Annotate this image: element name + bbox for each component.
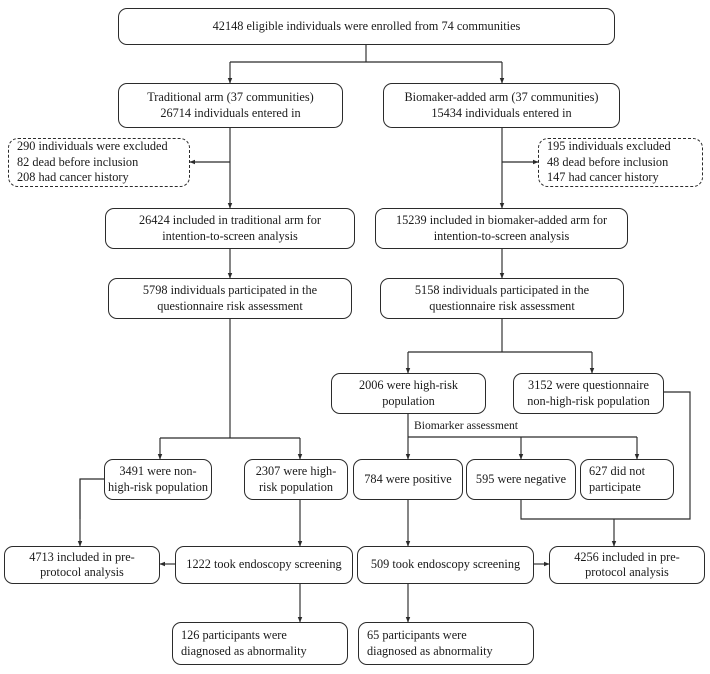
node-biomarker-arm-line2: 15434 individuals entered in [431,105,572,120]
node-endoscopy-1222-line1: 1222 took endoscopy screening [186,557,342,572]
node-excluded-right-line1: 195 individuals excluded [547,139,671,154]
node-questionnaire-right-line1: 5158 individuals participated in the [414,283,590,297]
node-excluded-right[interactable]: 195 individuals excluded 48 dead before … [538,138,703,187]
node-endoscopy-509-line1: 509 took endoscopy screening [370,557,521,572]
node-questionnaire-left-line1: 5798 individuals participated in the [142,283,318,297]
node-biomarker-arm-line1: Biomaker-added arm (37 communities) [404,90,599,104]
node-negative-595[interactable]: 595 were negative [466,459,576,500]
node-questionnaire-right-line2: questionnaire risk assessment [429,298,575,313]
node-non-high-risk-3491-line1: 3491 were non- [119,464,197,478]
node-its-right[interactable]: 15239 included in biomaker-added arm for… [375,208,628,249]
node-questionnaire-left[interactable]: 5798 individuals participated in the que… [108,278,352,319]
node-preprotocol-4713-line1: 4713 included in pre- [29,549,135,564]
edge-label-biomarker-assessment: Biomarker assessment [414,419,518,432]
node-non-high-risk-3152-line1: 3152 were questionnaire [528,378,649,392]
node-high-risk-2307[interactable]: 2307 were high- risk population [244,459,348,500]
node-its-right-line2: intention-to-screen analysis [433,228,570,243]
node-excluded-left-line3: 208 had cancer history [17,170,129,185]
node-questionnaire-left-line2: questionnaire risk assessment [157,298,303,313]
node-high-risk-2006-line2: population [382,393,435,408]
node-preprotocol-4256-line1: 4256 included in pre- [574,549,680,564]
node-high-risk-2307-line2: risk population [258,479,334,494]
wire-595-rail [520,500,614,520]
node-abnormal-126-line2: diagnosed as abnormality [181,643,307,658]
node-enrolled[interactable]: 42148 eligible individuals were enrolled… [118,8,615,45]
node-excluded-left[interactable]: 290 individuals were excluded 82 dead be… [8,138,190,187]
node-excluded-right-line3: 147 had cancer history [547,170,659,185]
node-biomarker-arm[interactable]: Biomaker-added arm (37 communities) 1543… [383,83,620,128]
node-its-left-line1: 26424 included in traditional arm for [138,213,321,227]
node-abnormal-126[interactable]: 126 participants were diagnosed as abnor… [172,622,348,665]
node-traditional-arm[interactable]: Traditional arm (37 communities) 26714 i… [118,83,343,128]
node-positive-784[interactable]: 784 were positive [353,459,463,500]
node-endoscopy-509[interactable]: 509 took endoscopy screening [357,546,534,584]
node-preprotocol-4713[interactable]: 4713 included in pre- protocol analysis [4,546,160,584]
node-abnormal-65[interactable]: 65 participants were diagnosed as abnorm… [358,622,534,665]
node-not-participate-627-line1: 627 did not [589,464,646,478]
node-traditional-arm-line1: Traditional arm (37 communities) [147,90,314,104]
node-high-risk-2307-line1: 2307 were high- [255,464,337,478]
node-preprotocol-4256[interactable]: 4256 included in pre- protocol analysis [549,546,705,584]
node-excluded-left-line2: 82 dead before inclusion [17,154,139,169]
node-its-left[interactable]: 26424 included in traditional arm for in… [105,208,355,249]
node-high-risk-2006-line1: 2006 were high-risk [358,378,459,392]
node-non-high-risk-3491-line2: high-risk population [107,479,209,494]
node-excluded-right-line2: 48 dead before inclusion [547,154,669,169]
node-preprotocol-4713-line2: protocol analysis [40,565,124,579]
node-non-high-risk-3152[interactable]: 3152 were questionnaire non-high-risk po… [513,373,664,414]
node-negative-595-line1: 595 were negative [475,471,567,486]
node-enrolled-line1: 42148 eligible individuals were enrolled… [212,18,521,33]
node-non-high-risk-3152-line2: non-high-risk population [527,393,650,408]
node-its-left-line2: intention-to-screen analysis [162,228,298,243]
node-preprotocol-4256-line2: protocol analysis [585,565,669,579]
node-endoscopy-1222[interactable]: 1222 took endoscopy screening [175,546,353,584]
node-traditional-arm-line2: 26714 individuals entered in [160,105,301,120]
node-questionnaire-right[interactable]: 5158 individuals participated in the que… [380,278,624,319]
node-abnormal-65-line2: diagnosed as abnormality [367,643,493,658]
node-excluded-left-line1: 290 individuals were excluded [17,139,168,154]
wire-3491-rail [79,478,104,519]
node-not-participate-627[interactable]: 627 did not participate [580,459,674,500]
node-not-participate-627-line2: participate [589,479,641,494]
node-abnormal-126-line1: 126 participants were [181,628,287,642]
node-positive-784-line1: 784 were positive [364,471,452,486]
node-abnormal-65-line1: 65 participants were [367,628,467,642]
node-high-risk-2006[interactable]: 2006 were high-risk population [331,373,486,414]
node-non-high-risk-3491[interactable]: 3491 were non- high-risk population [104,459,212,500]
node-its-right-line1: 15239 included in biomaker-added arm for [395,213,608,227]
